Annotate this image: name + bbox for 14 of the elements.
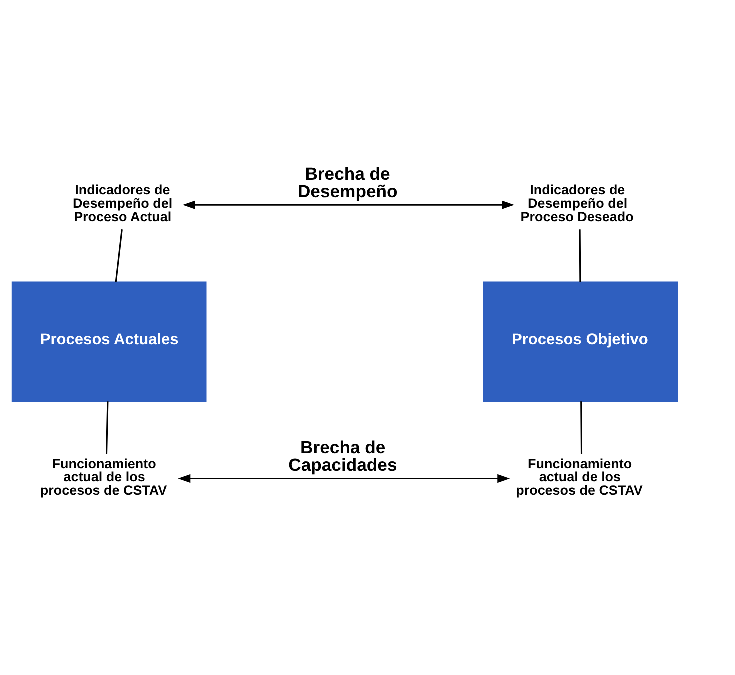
- edge-label: Brecha de Capacidades: [288, 437, 398, 476]
- node-text: Indicadores de Desempeño del Proceso Deseado: [520, 182, 634, 225]
- connector: [106, 402, 109, 454]
- node-text: Funcionamiento actual de los procesos de CSTAV: [40, 456, 168, 498]
- connector: [115, 230, 123, 282]
- connector: [580, 402, 583, 454]
- node-box: Procesos Objetivo: [483, 282, 678, 402]
- connector: [579, 230, 582, 282]
- arrow: [178, 474, 510, 484]
- node-text: Funcionamiento actual de los procesos de CSTAV: [516, 456, 643, 498]
- arrow: [182, 200, 514, 210]
- node-text: Indicadores de Desempeño del Proceso Actual: [73, 182, 173, 225]
- node-box: Procesos Actuales: [12, 282, 207, 402]
- edge-label: Brecha de Desempeño: [298, 164, 398, 202]
